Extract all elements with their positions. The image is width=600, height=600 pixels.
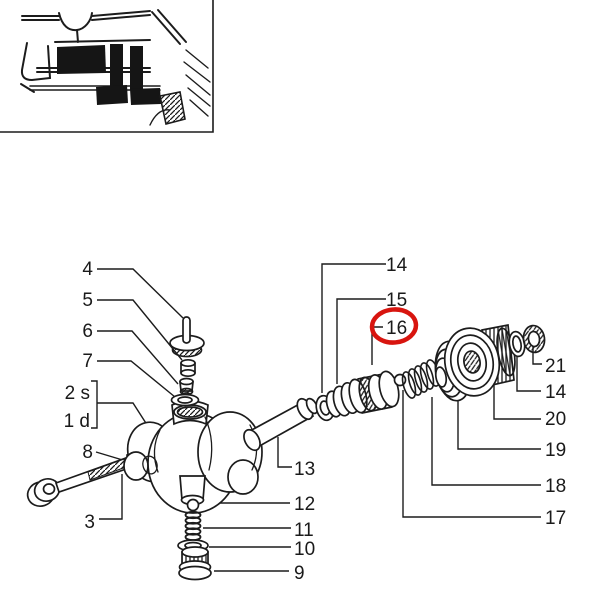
inset-location-thumbnail (0, 0, 214, 133)
part-11-spring (184, 510, 202, 542)
leader-15 (336, 298, 386, 384)
callout-label-6: 6 (82, 321, 93, 342)
callout-label-16: 16 (386, 318, 407, 339)
bracket-2s-1d (91, 380, 98, 429)
callout-label-18: 18 (545, 476, 566, 497)
callout-labels: 4 5 6 7 2 s 1 d 8 3 14 15 16 13 12 11 10… (64, 255, 567, 584)
leader-18 (431, 397, 541, 486)
callout-label-4: 4 (82, 259, 93, 280)
callout-label-14b: 14 (545, 382, 567, 403)
part-21-ring (522, 324, 546, 354)
callout-label-1d: 1 d (64, 411, 90, 432)
rod-thread-hatch (87, 458, 127, 481)
callout-label-20: 20 (545, 409, 566, 430)
leader-4 (97, 268, 184, 319)
part-20-end-plug (443, 323, 516, 397)
callout-label-7: 7 (82, 351, 93, 372)
accelerator-pedal (159, 91, 186, 125)
leader-14b (516, 353, 541, 392)
top-port-opening (176, 406, 204, 418)
part-9-valve-fitting (178, 546, 212, 581)
leader-19 (457, 393, 541, 450)
master-cylinder-body (123, 400, 263, 514)
pedal-silhouettes (57, 44, 161, 105)
leader-14a (321, 263, 386, 393)
callout-label-14a: 14 (386, 255, 408, 276)
callout-label-8: 8 (82, 442, 93, 463)
callout-label-17: 17 (545, 508, 566, 529)
part-16-piston-highlighted (348, 370, 400, 414)
part-5-plunger (180, 358, 196, 378)
callout-label-13: 13 (294, 459, 315, 480)
part-4-valve-pin (169, 316, 205, 358)
part-7-washer (170, 393, 200, 407)
callout-label-3: 3 (84, 512, 95, 533)
callout-label-9: 9 (294, 563, 305, 584)
callout-label-11: 11 (294, 520, 314, 541)
leader-13 (277, 437, 292, 468)
callout-label-5: 5 (82, 290, 93, 311)
callout-label-19: 19 (545, 440, 566, 461)
leader-20 (493, 384, 541, 420)
part-12-ball (186, 498, 200, 512)
callout-label-2s: 2 s (65, 383, 90, 404)
inset-border (0, 0, 214, 133)
callout-label-10: 10 (294, 539, 315, 560)
leader-3 (99, 474, 123, 520)
leader-lines (91, 263, 542, 572)
leader-5 (97, 299, 183, 361)
part-13-push-rod (243, 397, 319, 452)
callout-label-12: 12 (294, 494, 315, 515)
leader-7 (97, 360, 176, 398)
leader-6 (97, 330, 179, 385)
leader-2s-1d (97, 402, 152, 432)
callout-label-15: 15 (386, 290, 407, 311)
exploded-parts (26, 316, 546, 581)
part-3-eye-rod (26, 456, 131, 508)
highlight-circle-16 (369, 307, 419, 345)
leader-17 (402, 390, 541, 518)
callout-label-21: 21 (545, 356, 566, 377)
